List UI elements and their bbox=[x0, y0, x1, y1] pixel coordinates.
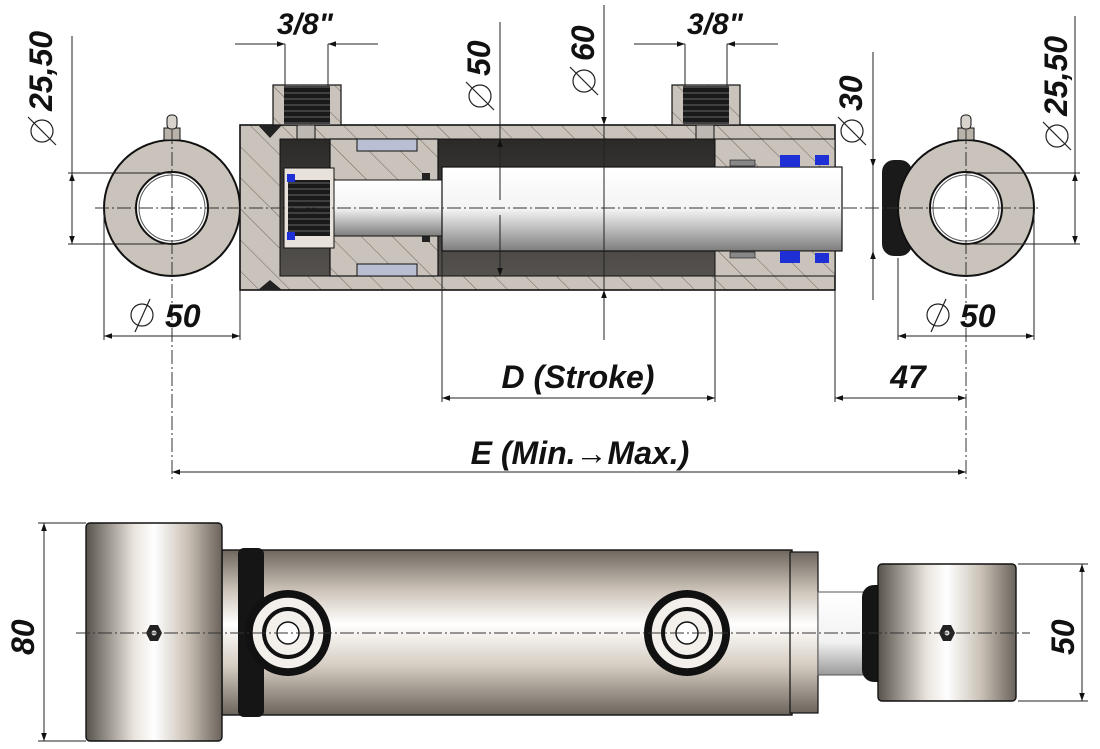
dim-overall-length: E (Min.→Max.) bbox=[172, 435, 966, 475]
dim-eye-width-right-value: 50 bbox=[1045, 619, 1081, 655]
dim-port-right-label: 3/8" bbox=[687, 8, 744, 41]
dim-eye-width-left-value: 80 bbox=[5, 619, 41, 655]
dim-port-left: 3/8" bbox=[235, 8, 378, 86]
top-view: 80 50 bbox=[5, 522, 1088, 742]
dim-eye-bore-right-value: 25,50 bbox=[1038, 36, 1074, 117]
dim-stroke-label: D (Stroke) bbox=[502, 359, 655, 395]
dim-eye-width-left: 80 bbox=[5, 522, 86, 742]
dim-rod-eye-offset-value: 47 bbox=[889, 359, 928, 395]
dim-port-right: 3/8" bbox=[634, 8, 778, 86]
port-right bbox=[671, 84, 741, 140]
dim-eye-bore-left-value: 25,50 bbox=[23, 31, 59, 112]
diameter-symbol-icon bbox=[465, 81, 495, 111]
right-eye bbox=[882, 114, 1035, 277]
dim-eye-outer-right: 50 bbox=[897, 212, 1035, 340]
dim-eye-outer-right-value: 50 bbox=[960, 298, 996, 334]
dim-rod-eye-offset: 47 bbox=[834, 290, 966, 402]
dim-tube-outer: 60 bbox=[565, 5, 607, 340]
dim-rod: 30 bbox=[833, 52, 876, 300]
dim-eye-width-right: 50 bbox=[1018, 563, 1088, 702]
section-view: 3/8" 3/8" 25,50 bbox=[23, 5, 1080, 480]
dim-eye-outer-left-value: 50 bbox=[165, 298, 201, 334]
diameter-symbol-icon bbox=[1042, 121, 1072, 151]
dim-tube-outer-value: 60 bbox=[565, 25, 601, 61]
dim-eye-bore-left: 25,50 bbox=[23, 31, 172, 245]
dim-bore-inner-value: 50 bbox=[461, 40, 497, 76]
diameter-symbol-icon bbox=[569, 66, 599, 96]
dim-stroke: D (Stroke) bbox=[441, 251, 716, 402]
dim-eye-outer-left: 50 bbox=[103, 212, 241, 340]
port-left bbox=[272, 84, 342, 140]
left-eye-top bbox=[85, 522, 223, 742]
dim-rod-value: 30 bbox=[833, 75, 869, 111]
diameter-symbol-icon bbox=[926, 298, 950, 333]
dim-eye-bore-right: 25,50 bbox=[966, 16, 1080, 245]
diameter-symbol-icon bbox=[837, 116, 867, 146]
dim-bore-inner: 50 bbox=[461, 22, 503, 276]
diameter-symbol-icon bbox=[130, 298, 154, 333]
diameter-symbol-icon bbox=[27, 116, 57, 146]
dim-overall-length-label: E (Min.→Max.) bbox=[471, 435, 690, 471]
dim-port-left-label: 3/8" bbox=[277, 8, 334, 41]
